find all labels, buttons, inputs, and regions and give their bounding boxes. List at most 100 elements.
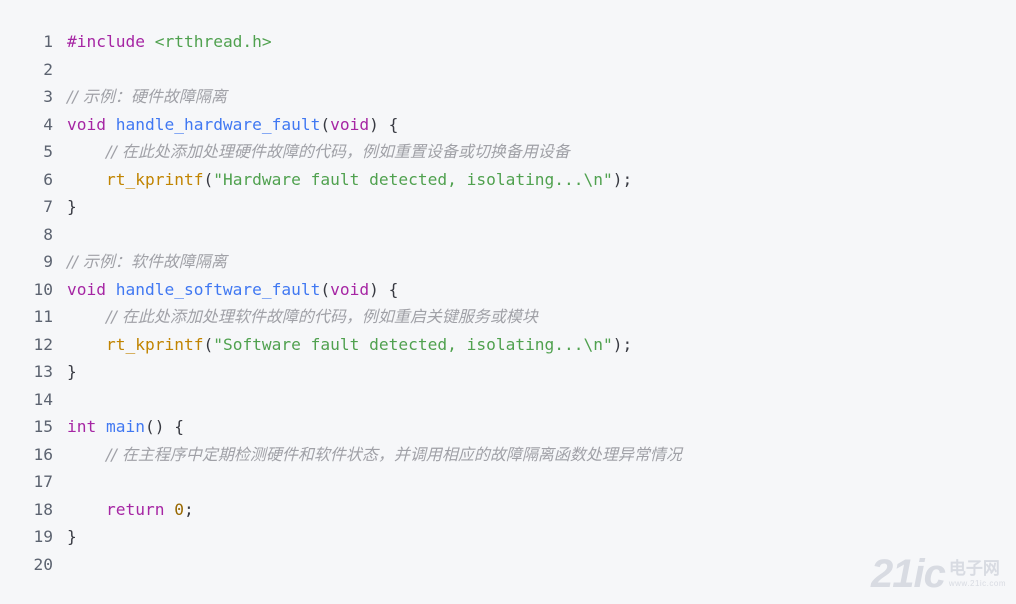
punctuation-token: }: [67, 527, 77, 546]
function-call-token: rt_kprintf: [105, 169, 204, 189]
punctuation-token: [106, 280, 116, 299]
keyword-token: return: [105, 499, 165, 519]
function-call-token: rt_kprintf: [105, 334, 204, 354]
number-literal-token: 0: [174, 499, 184, 519]
code-line: 3 // 示例：硬件故障隔离: [0, 83, 1016, 111]
code-line: 13}: [0, 358, 1016, 386]
punctuation-token: [96, 417, 106, 436]
type-keyword-token: void: [67, 279, 106, 299]
string-literal-token: "Hardware fault detected, isolating...\n…: [213, 169, 613, 189]
line-number: 10: [33, 279, 54, 299]
code-line: 8: [0, 221, 1016, 249]
code-text: // 在主程序中定期检测硬件和软件状态，并调用相应的故障隔离函数处理异常情况: [67, 441, 682, 469]
line-number: 4: [43, 114, 53, 134]
watermark-site-en: www.21ic.com: [948, 578, 1006, 588]
punctuation-token: ) {: [369, 114, 399, 134]
code-line: 15 int main() {: [0, 413, 1016, 441]
punctuation-token: (: [203, 334, 214, 354]
punctuation-token: ;: [183, 499, 194, 519]
code-text: #include <rtthread.h>: [67, 28, 272, 56]
punctuation-token: [67, 142, 106, 161]
punctuation-token: [67, 500, 106, 519]
code-line: 14: [0, 386, 1016, 414]
line-number: 11: [33, 307, 54, 326]
code-line: 7}: [0, 193, 1016, 221]
line-number: 5: [43, 142, 53, 161]
type-keyword-token: void: [67, 114, 106, 134]
line-number: 12: [33, 334, 54, 354]
comment-token: // 示例：硬件故障隔离: [67, 87, 227, 106]
punctuation-token: (: [320, 279, 331, 299]
comment-token: // 在此处添加处理硬件故障的代码，例如重置设备或切换备用设备: [105, 142, 570, 161]
punctuation-token: );: [612, 169, 633, 189]
line-number: 14: [33, 389, 54, 409]
code-line: 5 // 在此处添加处理硬件故障的代码，例如重置设备或切换备用设备: [0, 138, 1016, 166]
preprocessor-token: #include: [67, 32, 155, 51]
code-line: 17: [0, 468, 1016, 496]
line-number: 18: [33, 499, 54, 519]
punctuation-token: [67, 170, 106, 189]
punctuation-token: ) {: [369, 279, 399, 299]
code-text: rt_kprintf("Hardware fault detected, iso…: [67, 166, 632, 194]
code-line: 16 // 在主程序中定期检测硬件和软件状态，并调用相应的故障隔离函数处理异常情…: [0, 441, 1016, 469]
line-number: 20: [33, 554, 54, 574]
comment-token: // 在主程序中定期检测硬件和软件状态，并调用相应的故障隔离函数处理异常情况: [105, 444, 682, 464]
line-number: 9: [43, 252, 53, 271]
code-text: // 在此处添加处理软件故障的代码，例如重启关键服务或模块: [67, 303, 538, 331]
punctuation-token: );: [612, 334, 633, 354]
comment-token: // 示例：软件故障隔离: [67, 252, 227, 271]
code-line: 1 #include <rtthread.h>: [0, 28, 1016, 56]
code-text: rt_kprintf("Software fault detected, iso…: [67, 331, 632, 359]
code-text: return 0;: [67, 496, 194, 524]
line-number: 8: [43, 224, 53, 244]
code-text: }: [67, 358, 77, 386]
line-number: 7: [43, 197, 53, 216]
header-token: <rtthread.h>: [154, 32, 272, 51]
code-text: void handle_software_fault(void) {: [67, 276, 398, 304]
line-number: 19: [33, 527, 54, 546]
punctuation-token: [106, 115, 116, 134]
code-line: 18 return 0;: [0, 496, 1016, 524]
line-number: 17: [33, 472, 54, 491]
type-keyword-token: int: [67, 417, 97, 436]
line-number: 6: [43, 169, 53, 189]
punctuation-token: () {: [144, 417, 184, 436]
punctuation-token: (: [320, 114, 331, 134]
punctuation-token: [67, 445, 106, 464]
line-number: 16: [33, 444, 54, 464]
code-text: int main() {: [67, 413, 184, 441]
code-text: }: [67, 523, 77, 551]
line-number: 3: [43, 87, 53, 106]
line-number: 1: [43, 32, 53, 51]
code-text: void handle_hardware_fault(void) {: [67, 111, 398, 139]
string-literal-token: "Software fault detected, isolating...\n…: [213, 334, 613, 354]
function-name-token: handle_hardware_fault: [115, 114, 321, 134]
code-line: 20: [0, 551, 1016, 579]
code-text: // 在此处添加处理硬件故障的代码，例如重置设备或切换备用设备: [67, 138, 570, 166]
function-name-token: handle_software_fault: [115, 279, 321, 299]
code-line: 9 // 示例：软件故障隔离: [0, 248, 1016, 276]
code-line: 19}: [0, 523, 1016, 551]
punctuation-token: [164, 500, 174, 519]
code-line: 6 rt_kprintf("Hardware fault detected, i…: [0, 166, 1016, 194]
code-text: // 示例：硬件故障隔离: [67, 83, 227, 111]
code-line: 11 // 在此处添加处理软件故障的代码，例如重启关键服务或模块: [0, 303, 1016, 331]
comment-token: // 在此处添加处理软件故障的代码，例如重启关键服务或模块: [105, 307, 538, 326]
type-keyword-token: void: [330, 279, 370, 299]
code-line: 2: [0, 56, 1016, 84]
code-lines: 1 #include <rtthread.h> 2 3 // 示例：硬件故障隔离 4 voi…: [0, 28, 1016, 578]
line-number: 2: [43, 59, 53, 79]
code-line: 12 rt_kprintf("Software fault detected, …: [0, 331, 1016, 359]
function-name-token: main: [106, 417, 145, 436]
code-text: // 示例：软件故障隔离: [67, 248, 227, 276]
code-text: }: [67, 193, 77, 221]
type-keyword-token: void: [330, 114, 370, 134]
punctuation-token: [67, 335, 106, 354]
punctuation-token: (: [203, 169, 214, 189]
line-number: 13: [33, 362, 54, 381]
line-number: 15: [33, 417, 54, 436]
punctuation-token: [67, 307, 106, 326]
